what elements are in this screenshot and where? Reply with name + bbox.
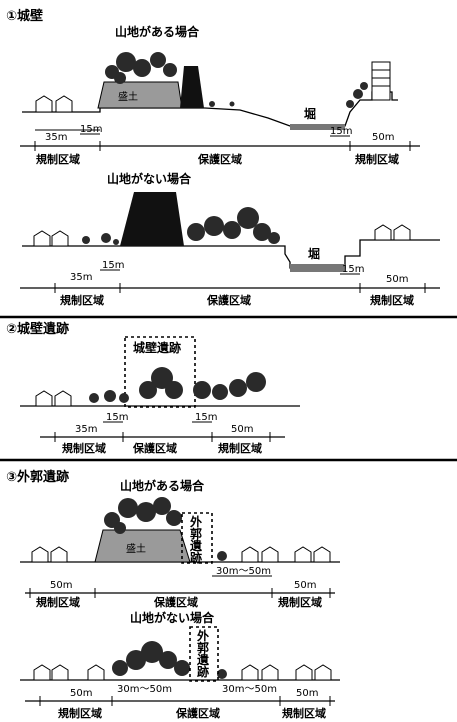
tree-icon [112, 641, 227, 679]
outer-remains-char: 郭 [197, 640, 209, 655]
section1-case-mountain: 山地がある場合 [115, 24, 200, 39]
tree-icon [82, 233, 119, 245]
zone-label: 保護区域 [175, 706, 220, 720]
dim-label: 50m [294, 580, 316, 591]
section3-case-no-mountain: 山地がない場合 [130, 610, 215, 625]
outer-remains-char: 外 [190, 514, 202, 529]
zone-label: 規制区域 [62, 441, 106, 455]
dim-label: 30m～50m [117, 684, 172, 695]
dim-label: 50m [296, 688, 318, 699]
outer-remains-char: 跡 [190, 550, 202, 565]
moat [290, 124, 345, 130]
section1-case-no-mountain: 山地がない場合 [107, 171, 192, 186]
dim-label: 35m [75, 424, 97, 435]
house-icon [33, 664, 332, 681]
zone-label: 規制区域 [58, 706, 102, 720]
outer-remains-char: 遺 [189, 538, 203, 553]
remains-label: 城壁遺跡 [133, 340, 181, 355]
zone-label: 規制区域 [36, 152, 80, 166]
remains-outline [124, 336, 196, 408]
section1-diagram-mountain: 盛土 堀 35m 15m 15m 50m 規制区域 [20, 52, 420, 166]
house-icon [33, 230, 69, 247]
building-icon [371, 61, 391, 101]
section2-heading: ②城壁遺跡 [6, 321, 69, 337]
dim-label: 15m [330, 126, 352, 137]
zone-label: 規制区域 [218, 441, 262, 455]
zone-label: 保護区域 [132, 441, 177, 455]
zone-label: 規制区域 [355, 152, 399, 166]
section1-heading: ①城壁 [6, 8, 43, 24]
outer-remains-char: 郭 [190, 526, 202, 541]
moat [290, 264, 345, 272]
outer-remains-outline [181, 512, 213, 564]
house-icon [35, 95, 73, 113]
tree-icon [104, 497, 227, 561]
section3-heading: ③外郭遺跡 [6, 469, 69, 485]
house-icon [31, 546, 331, 563]
tree-icon [105, 52, 177, 84]
dim-label: 50m [50, 580, 72, 591]
zone-label: 規制区域 [36, 595, 80, 609]
zone-label: 規制区域 [278, 595, 322, 609]
mound [94, 529, 191, 563]
dim-label: 50m [386, 274, 408, 285]
mound-label: 盛土 [126, 542, 146, 555]
mound-label: 盛土 [118, 90, 138, 103]
outer-remains-char: 外 [197, 628, 209, 643]
house-icon [374, 224, 411, 241]
ground-line [22, 91, 398, 127]
mound [97, 81, 183, 109]
zone-label: 保護区域 [197, 152, 242, 166]
zone-label: 保護区域 [206, 293, 251, 307]
section3-case-mountain: 山地がある場合 [120, 478, 205, 493]
castle-wall [120, 192, 184, 246]
moat-label: 堀 [308, 246, 320, 261]
zone-label: 規制区域 [370, 293, 414, 307]
dim-label: 15m [106, 412, 128, 423]
castle-wall [180, 66, 204, 108]
section3-diagram-mountain: 盛土 外 郭 遺 跡 30m～50m 50m 50m 規制区域 保護区域 規制区… [20, 497, 340, 609]
zone-label: 規制区域 [282, 706, 326, 720]
dim-label: 30m～50m [222, 684, 277, 695]
zone-label: 保護区域 [153, 595, 198, 609]
dim-label: 50m [70, 688, 92, 699]
tree-icon [89, 367, 266, 403]
zone-label: 規制区域 [60, 293, 104, 307]
dim-label: 15m [80, 124, 102, 135]
section3-diagram-no-mountain: 外 郭 遺 跡 50m 30m～50m 30m～50m 50m 規制区域 保護区… [20, 626, 340, 720]
outer-remains-label: 外 郭 遺 跡 [196, 628, 213, 679]
dim-label: 50m [372, 132, 394, 143]
dim-label: 50m [231, 424, 253, 435]
tree-icon [187, 207, 280, 244]
outer-remains-outline [189, 626, 219, 682]
tree-icon [346, 82, 368, 108]
outer-remains-char: 遺 [196, 652, 210, 667]
house-icon [35, 390, 72, 407]
section1-diagram-no-mountain: 堀 35m 15m 15m 50m 規制区域 保護区域 規制区域 [20, 192, 440, 307]
moat-label: 堀 [304, 106, 316, 121]
dim-label: 15m [102, 260, 124, 271]
dim-label: 35m [70, 272, 92, 283]
tree-icon [209, 101, 235, 107]
section2-diagram: 城壁遺跡 15m 15m 35m 50m 規制区域 保護区域 規制区域 [20, 336, 300, 455]
dim-label: 15m [195, 412, 217, 423]
outer-remains-label: 外 郭 遺 跡 [189, 514, 206, 565]
dim-label: 30m～50m [216, 566, 271, 577]
outer-remains-char: 跡 [197, 664, 209, 679]
dim-label: 15m [342, 264, 364, 275]
ground-line [22, 239, 440, 269]
dim-label: 35m [45, 132, 67, 143]
